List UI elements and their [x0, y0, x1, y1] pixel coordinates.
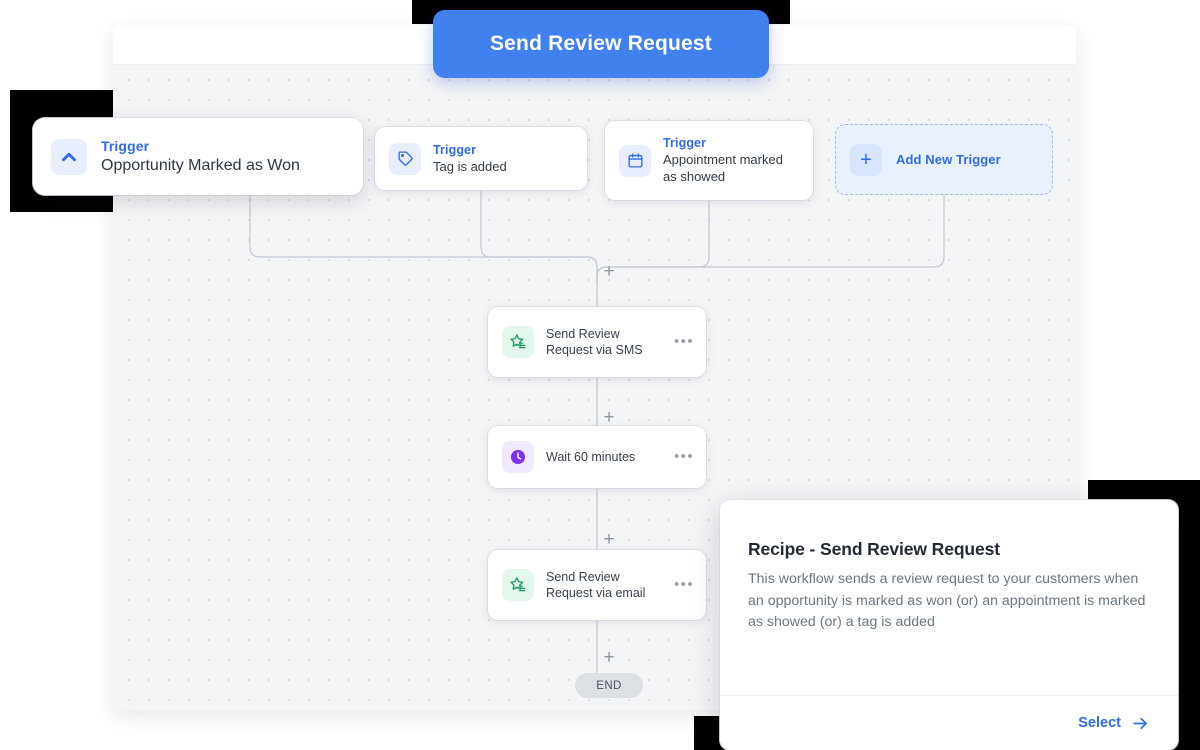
- add-new-trigger-label: Add New Trigger: [896, 152, 1001, 167]
- send-review-request-button[interactable]: Send Review Request: [433, 10, 769, 78]
- action-node-send-review-email[interactable]: Send Review Request via email •••: [488, 550, 706, 620]
- add-step-plus-2[interactable]: +: [603, 406, 615, 428]
- action-node-wait[interactable]: Wait 60 minutes •••: [488, 426, 706, 488]
- plus-icon: +: [850, 143, 882, 176]
- recipe-panel: Recipe - Send Review Request This workfl…: [720, 500, 1178, 750]
- node-menu-icon[interactable]: •••: [674, 333, 694, 350]
- add-step-plus-3[interactable]: +: [603, 528, 615, 550]
- add-step-plus-4[interactable]: +: [603, 646, 615, 668]
- node-title: Send Review Request via SMS: [546, 327, 643, 357]
- trigger-card-text: Trigger Opportunity Marked as Won: [101, 137, 300, 176]
- trigger-card-label: Trigger: [101, 138, 150, 154]
- recipe-title: Recipe - Send Review Request: [748, 539, 1001, 559]
- tag-icon: [389, 142, 421, 175]
- node-title: Wait 60 minutes: [546, 450, 636, 464]
- select-label: Select: [1078, 715, 1121, 731]
- node-text: Send Review Request via email: [546, 569, 664, 601]
- trigger-card-title: Tag is added: [433, 158, 507, 174]
- trigger-card-title: Opportunity Marked as Won: [101, 157, 300, 174]
- action-node-send-review-sms[interactable]: Send Review Request via SMS •••: [488, 307, 706, 377]
- add-new-trigger-button[interactable]: + Add New Trigger: [835, 124, 1053, 195]
- review-star-icon: [502, 569, 534, 601]
- recipe-body: Recipe - Send Review Request This workfl…: [720, 500, 1178, 634]
- select-button[interactable]: Select: [1078, 714, 1150, 733]
- recipe-description: This workflow sends a review request to …: [748, 571, 1146, 630]
- end-badge: END: [575, 673, 643, 698]
- chevron-up-icon: [51, 138, 87, 175]
- trigger-card-label: Trigger: [663, 136, 707, 150]
- node-menu-icon[interactable]: •••: [674, 448, 694, 465]
- node-menu-icon[interactable]: •••: [674, 576, 694, 593]
- node-text: Send Review Request via SMS: [546, 326, 664, 358]
- trigger-card-text: Trigger Appointment marked as showed: [663, 136, 795, 185]
- trigger-card-appointment-showed[interactable]: Trigger Appointment marked as showed: [605, 121, 813, 200]
- trigger-card-text: Trigger Tag is added: [433, 143, 507, 175]
- trigger-card-title: Appointment marked as showed: [663, 152, 783, 184]
- trigger-card-label: Trigger: [433, 142, 477, 157]
- clock-icon: [502, 441, 534, 473]
- trigger-card-opportunity-won[interactable]: Trigger Opportunity Marked as Won: [33, 118, 363, 195]
- recipe-footer: Select: [720, 695, 1178, 750]
- trigger-card-tag-is-added[interactable]: Trigger Tag is added: [375, 127, 587, 190]
- send-review-request-label: Send Review Request: [489, 32, 713, 55]
- calendar-icon: [619, 144, 651, 177]
- node-text: Wait 60 minutes: [546, 449, 664, 465]
- add-step-plus-1[interactable]: +: [603, 260, 615, 282]
- arrow-right-icon: [1131, 714, 1150, 733]
- review-star-icon: [502, 326, 534, 358]
- node-title: Send Review Request via email: [546, 570, 646, 600]
